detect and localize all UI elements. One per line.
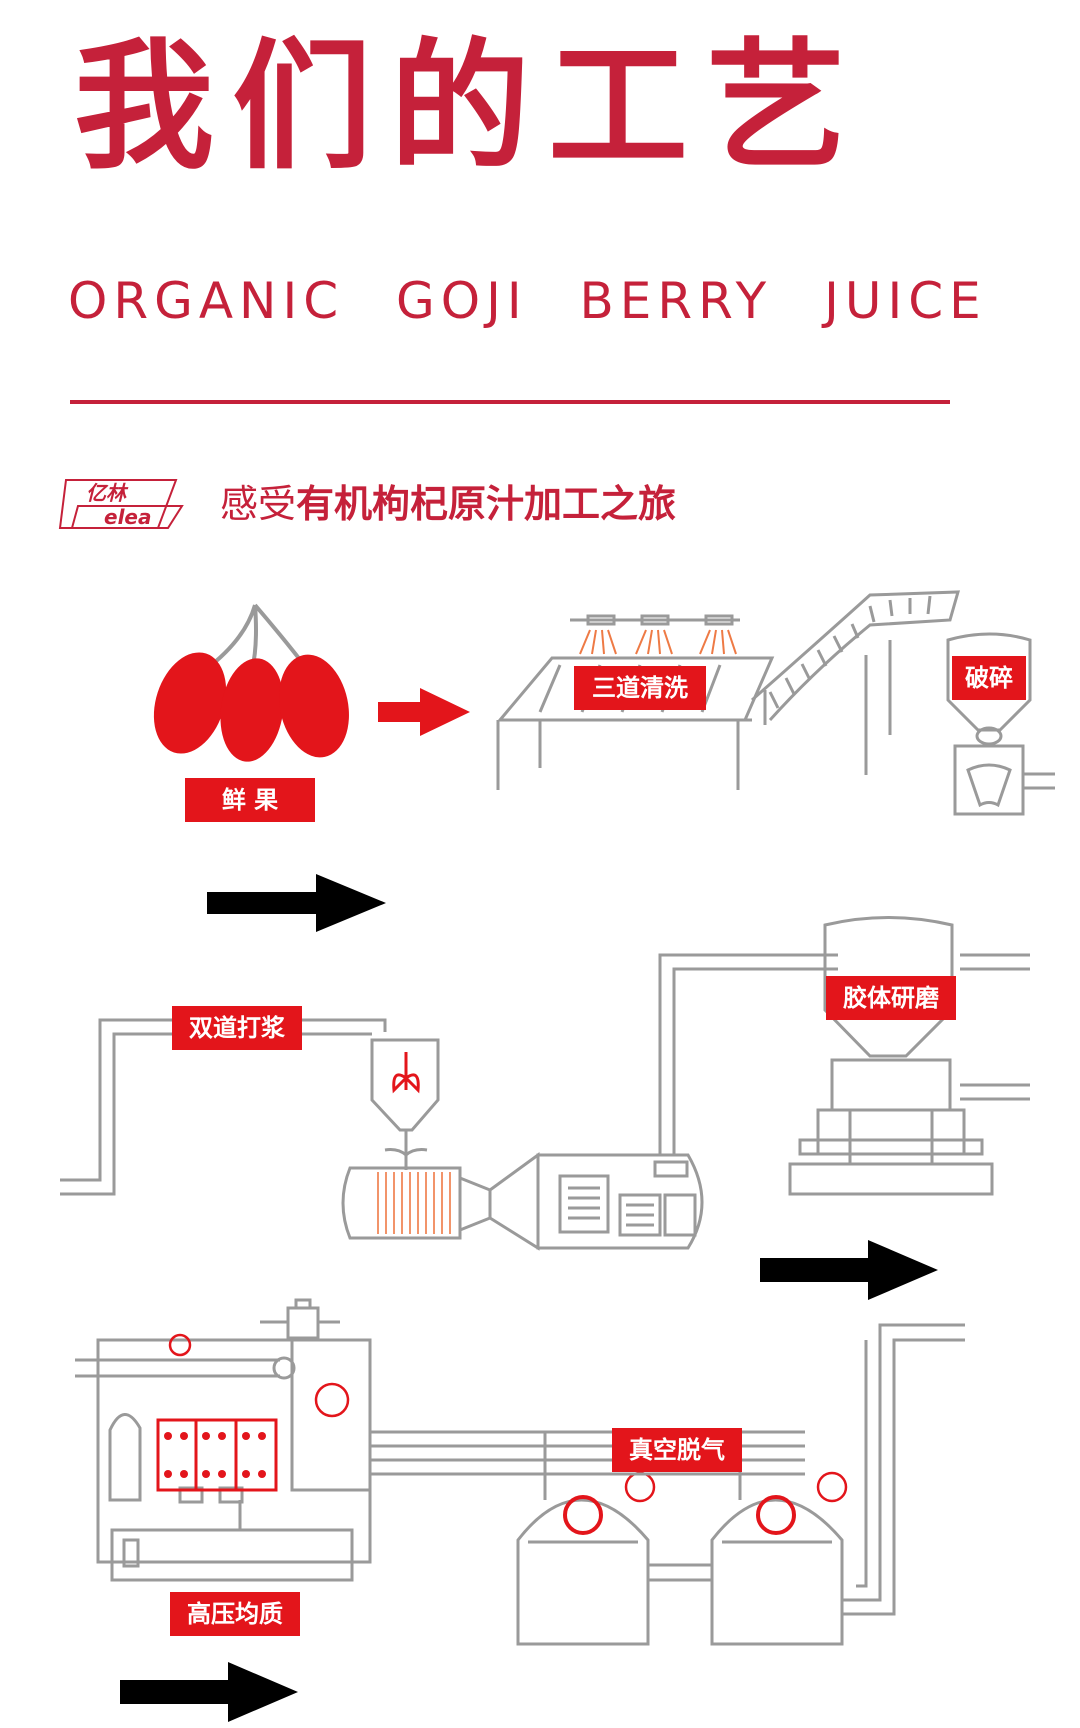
step-label-crushing: 破碎 bbox=[952, 656, 1026, 700]
mill-outlet-pipe bbox=[960, 953, 1030, 971]
page-subtitle: ORGANIC GOJI BERRY JUICE bbox=[68, 272, 987, 330]
vacuum-deaerators bbox=[516, 1498, 844, 1646]
step-label-washing: 三道清洗 bbox=[574, 666, 706, 710]
colloid-mill bbox=[788, 916, 994, 1196]
crusher bbox=[946, 632, 1055, 816]
deaerator-pipes bbox=[370, 1430, 805, 1476]
arrow-red bbox=[378, 688, 470, 736]
homogenizer bbox=[75, 1298, 372, 1582]
beater-hopper bbox=[370, 1038, 440, 1170]
stirrer-icon bbox=[392, 1052, 420, 1094]
divider-rule bbox=[70, 400, 950, 404]
tagline: 感受有机枸杞原汁加工之旅 bbox=[220, 478, 676, 530]
tagline-prefix: 感受 bbox=[220, 482, 297, 526]
goji-berries bbox=[153, 652, 349, 762]
svg-text:高压均质: 高压均质 bbox=[187, 1600, 283, 1628]
svg-text:真空脱气: 真空脱气 bbox=[629, 1436, 725, 1464]
svg-text:胶体研磨: 胶体研磨 bbox=[843, 984, 939, 1012]
process-diagram: 鲜 果 三道清洗 破碎 双道打浆 胶体研磨 真空脱气 高压均质 bbox=[60, 590, 1055, 1722]
berry-3 bbox=[279, 654, 349, 758]
step-label-fresh-fruit: 鲜 果 bbox=[185, 778, 315, 822]
svg-text:三道清洗: 三道清洗 bbox=[592, 674, 688, 702]
drum-coils bbox=[377, 1172, 451, 1234]
logo-bottom-text: elea bbox=[104, 505, 151, 529]
page-title: 我们的工艺 bbox=[74, 26, 865, 189]
step-label-vacuum-degassing: 真空脱气 bbox=[612, 1428, 742, 1472]
mill-side-pipe bbox=[960, 1083, 1030, 1101]
berry-2 bbox=[220, 658, 284, 762]
step-label-homogenizing: 高压均质 bbox=[170, 1592, 300, 1636]
mill-pipe bbox=[658, 953, 838, 1155]
deaerator-rings bbox=[563, 1495, 796, 1535]
arrow-black-1 bbox=[207, 874, 386, 932]
tagline-emphasis: 有机枸杞原汁加工之旅 bbox=[296, 482, 677, 526]
conveyor-belt bbox=[751, 590, 961, 775]
svg-text:破碎: 破碎 bbox=[965, 664, 1013, 692]
svg-text:鲜 果: 鲜 果 bbox=[222, 786, 278, 814]
svg-text:双道打浆: 双道打浆 bbox=[189, 1014, 286, 1042]
beater-machine bbox=[341, 1152, 704, 1251]
arrow-black-3 bbox=[120, 1662, 298, 1722]
step-label-beating: 双道打浆 bbox=[172, 1006, 302, 1050]
logo-top-text: 亿林 bbox=[86, 481, 129, 505]
plate-dots bbox=[164, 1432, 266, 1478]
brand-logo: 亿林 elea bbox=[58, 479, 184, 529]
berry-1 bbox=[153, 652, 227, 754]
step-label-colloid-milling: 胶体研磨 bbox=[826, 976, 956, 1020]
homogenizer-plates bbox=[156, 1418, 278, 1492]
outlet-pipe bbox=[842, 1323, 965, 1616]
arrow-black-2 bbox=[760, 1240, 938, 1300]
spray-nozzles bbox=[579, 629, 737, 655]
